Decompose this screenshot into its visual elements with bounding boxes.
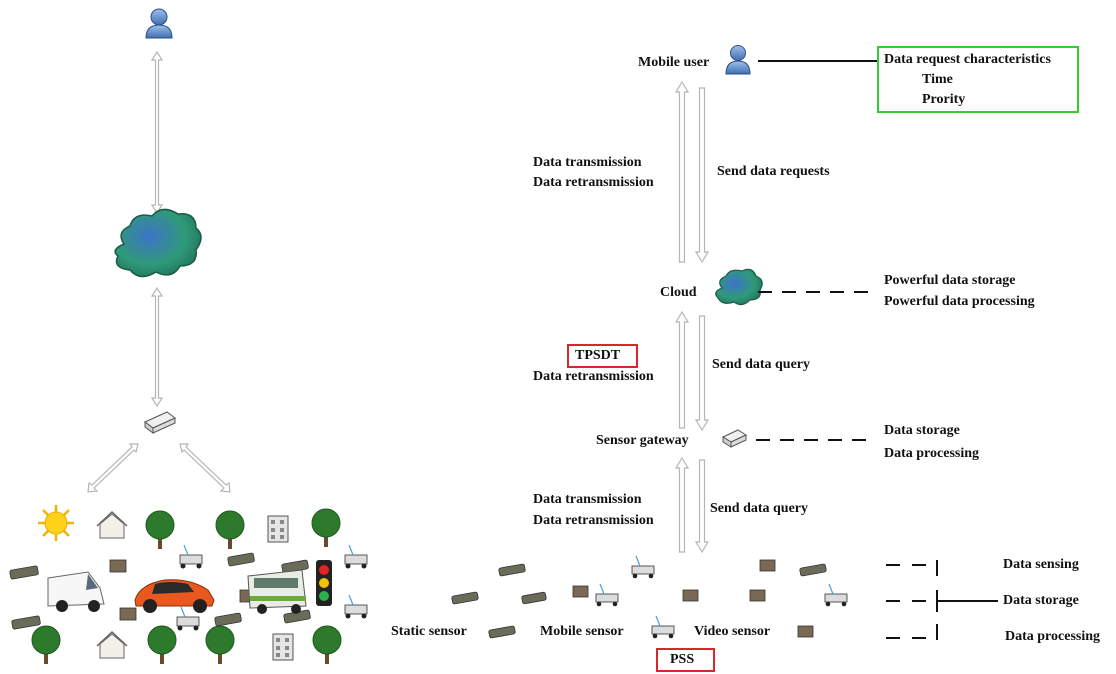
video-sensor-icon — [797, 625, 814, 638]
tree-icon — [205, 625, 235, 664]
tpsdt-box — [567, 344, 638, 368]
video-sensor-icon — [682, 589, 699, 602]
tpsdt-label: TPSDT — [575, 348, 621, 363]
cloud-icon — [715, 268, 763, 306]
cloud-label: Cloud — [660, 285, 697, 300]
building-icon — [267, 515, 289, 543]
bus-icon — [247, 569, 307, 614]
mobile-sensor-icon — [344, 594, 368, 619]
request-characteristics-title: Data request characteristics — [884, 52, 1051, 67]
static-sensor-icon — [11, 615, 41, 630]
left-gateway-icon — [144, 411, 176, 434]
cloud-processing-label: Powerful data processing — [884, 294, 1035, 309]
video-sensor-icon — [572, 585, 589, 598]
up-arrow-gateway-cloud — [674, 310, 690, 429]
sensor-function-bracket — [886, 560, 998, 640]
pss-label: PSS — [670, 652, 695, 667]
building-icon — [272, 633, 294, 661]
send-data-requests-label: Send data requests — [717, 164, 830, 179]
data-retransmission-label-3: Data retransmission — [533, 513, 654, 528]
mobile-sensor-icons — [176, 544, 368, 631]
up-arrow-cloud-user — [674, 80, 690, 263]
down-arrow-user-cloud — [694, 87, 710, 264]
send-data-query-label-1: Send data query — [712, 357, 811, 372]
tree-icons — [31, 508, 342, 664]
left-user-icon — [145, 8, 173, 39]
left-cloud-icon — [114, 208, 202, 278]
data-transmission-label-1: Data transmission — [533, 155, 642, 170]
static-sensor-icon — [227, 552, 255, 567]
car-icon — [134, 579, 215, 613]
left-arrow-cloud-gateway — [150, 286, 164, 408]
mobile-sensor-icon — [179, 544, 203, 569]
request-priority-label: Prority — [922, 92, 966, 107]
sensor-gateway-label: Sensor gateway — [596, 433, 689, 448]
mobile-sensor-icon — [176, 606, 200, 631]
traffic-light-icon — [316, 560, 332, 606]
tree-icon — [312, 625, 342, 664]
static-sensor-icon — [9, 565, 39, 580]
house-icon — [96, 630, 128, 659]
left-arrow-gateway-right — [179, 443, 231, 493]
data-sensing-label: Data sensing — [1003, 557, 1079, 572]
tree-icon — [31, 625, 61, 664]
house-icon — [96, 510, 128, 539]
tree-icon — [145, 510, 175, 549]
mobile-sensor-icon — [344, 544, 368, 569]
gateway-processing-label: Data processing — [884, 446, 980, 461]
data-transmission-label-3: Data transmission — [533, 492, 642, 507]
static-sensor-label: Static sensor — [391, 624, 467, 639]
cloud-storage-label: Powerful data storage — [884, 273, 1016, 288]
down-arrow-cloud-gateway — [694, 315, 710, 432]
sun-icon — [38, 505, 74, 541]
left-scene — [9, 8, 368, 664]
left-arrow-user-cloud — [150, 50, 164, 215]
down-arrow-gateway-sensors — [694, 459, 710, 554]
mobile-user-label: Mobile user — [638, 55, 710, 70]
tree-icon — [215, 510, 245, 549]
pss-box — [656, 648, 715, 672]
mobile-user-icon — [725, 45, 751, 75]
up-arrow-sensors-gateway — [674, 456, 690, 553]
mobile-sensor-icon — [651, 615, 675, 639]
data-retransmission-label-1: Data retransmission — [533, 175, 654, 190]
request-characteristics-box — [877, 46, 1079, 113]
mobile-sensor-icon — [631, 555, 655, 579]
mobile-sensor-icon — [824, 583, 848, 607]
static-sensor-icon — [799, 563, 827, 577]
video-sensor-label: Video sensor — [694, 624, 771, 639]
mobile-sensor-label: Mobile sensor — [540, 624, 624, 639]
request-time-label: Time — [922, 72, 953, 87]
tree-icon — [147, 625, 177, 664]
left-arrow-gateway-left — [87, 443, 139, 493]
data-processing-label: Data processing — [1005, 629, 1101, 644]
video-sensor-icon — [759, 559, 776, 572]
static-sensor-icon — [214, 612, 242, 627]
video-sensor-icon — [749, 589, 766, 602]
send-data-query-label-2: Send data query — [710, 501, 809, 516]
van-icon — [47, 571, 105, 612]
video-sensor-icon — [109, 559, 127, 573]
data-storage-label: Data storage — [1003, 593, 1079, 608]
gateway-storage-label: Data storage — [884, 423, 960, 438]
data-retransmission-label-2: Data retransmission — [533, 369, 654, 384]
mobile-sensor-icon — [595, 583, 619, 607]
video-sensor-icon — [119, 607, 137, 621]
sensor-gateway-icon — [721, 429, 748, 448]
tree-icon — [311, 508, 341, 547]
